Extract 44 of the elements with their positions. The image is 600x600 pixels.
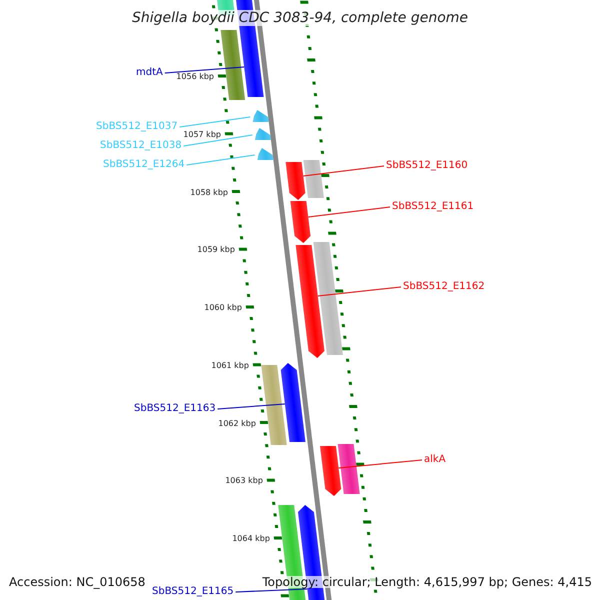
gene-segment [313,242,343,355]
leader-line [164,66,245,74]
gene-label: alkA [424,455,446,465]
diagram-title: Shigella boydii CDC 3083-94, complete genome [132,10,468,26]
gene-segment [220,30,246,100]
gene-label: SbBS512_E1161 [392,202,474,212]
gene-label: SbBS512_E1165 [152,587,234,597]
gene-label: SbBS512_E1037 [96,122,178,132]
gene-segment [338,444,360,494]
leader-line [302,166,384,176]
gene-label: SbBS512_E1160 [386,161,468,171]
gene-pointer [254,128,271,140]
leader-line [338,460,422,468]
leader-line [186,154,256,166]
gene-pointer [252,110,269,122]
gene-pointer [296,245,324,358]
leader-line [317,286,402,296]
gene-pointer [280,363,306,442]
leader-line [217,404,286,410]
gene-pointer [286,162,306,200]
scale-label: 1058 kbp [190,188,228,196]
gene-pointer [290,201,311,243]
leader-line [179,116,251,128]
scale-label: 1060 kbp [204,304,242,312]
scale-label: 1056 kbp [176,73,214,81]
leader-line [308,206,390,218]
gene-pointer [320,446,342,496]
leader-line [235,588,308,592]
gene-label: SbBS512_E1264 [103,160,185,170]
gene-label: mdtA [136,68,163,78]
genome-info: Topology: circular; Length: 4,615,997 bp; Genes: 4,415 [262,576,592,588]
scale-label: 1061 kbp [211,362,249,370]
gene-label: SbBS512_E1038 [100,141,182,151]
scale-label: 1057 kbp [183,130,221,139]
leader-line [183,134,253,146]
gene-label: SbBS512_E1162 [403,282,485,292]
gene-pointer [257,148,274,160]
scale-label: 1059 kbp [197,246,235,254]
scale-label: 1064 kbp [232,535,270,543]
gene-segment [303,160,324,198]
genome-info: Accession: NC_010658 [9,576,146,588]
scale-label: 1063 kbp [225,477,263,486]
gene-label: SbBS512_E1163 [134,404,216,414]
gene-segment [261,365,287,445]
